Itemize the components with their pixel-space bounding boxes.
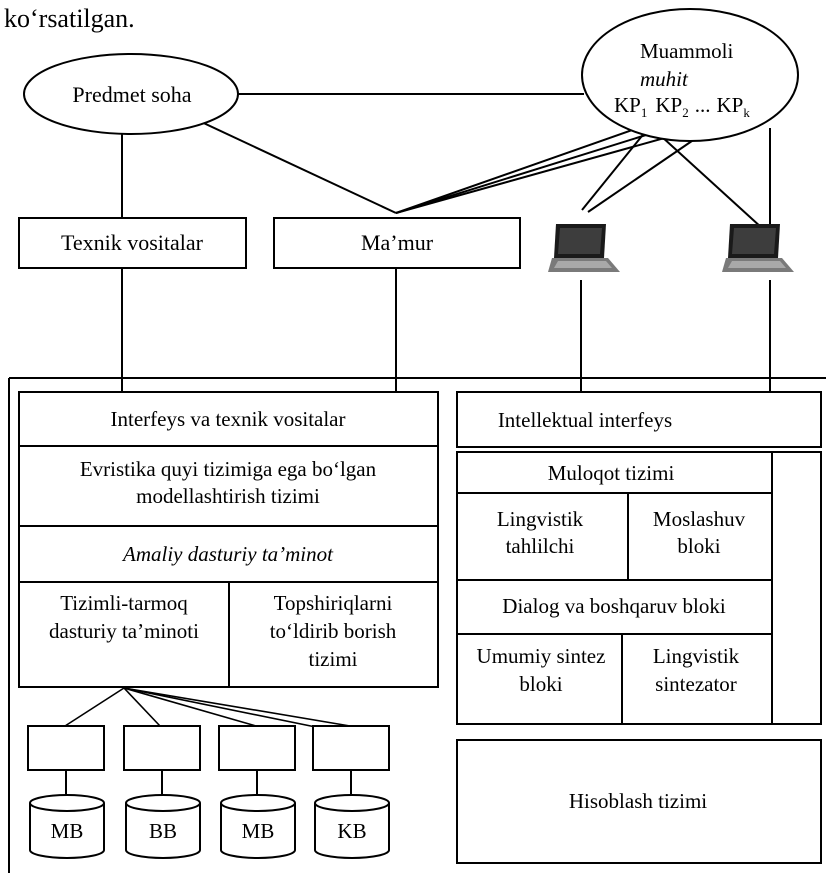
muloqot-label: Muloqot tizimi [548, 461, 675, 485]
amaliy-label: Amaliy dasturiy ta’minot [121, 542, 334, 566]
small-box [123, 725, 201, 771]
topshiriq-label-3: tizimi [309, 647, 358, 671]
moslashuv-label-1: Moslashuv [653, 507, 746, 531]
moslashuv-label-2: bloki [677, 534, 720, 558]
predmet-soha-label: Predmet soha [72, 82, 191, 107]
umumiy-sintez-label-1: Umumiy sintez [477, 644, 606, 668]
tizimli-label-1: Tizimli-tarmoq [60, 591, 188, 615]
laptop-icon [722, 224, 794, 272]
connector-lines [121, 93, 771, 392]
muammoli-label: Muammoli [640, 39, 733, 63]
muhit-label: muhit [640, 67, 689, 91]
db-label-mb-2: MB [242, 819, 275, 843]
fanout-lines [64, 687, 351, 735]
system-frame [8, 377, 826, 873]
lingvistik-tahlilchi-label-1: Lingvistik [497, 507, 584, 531]
evristika-label-2: modellashtirish tizimi [136, 484, 320, 508]
caption: ko‘rsatilgan. [4, 4, 135, 33]
lingvistik-tahlilchi-label-2: tahlilchi [506, 534, 575, 558]
left-system: Interfeys va texnik vositalar Evristika … [18, 391, 439, 688]
mamur-label: Ma’mur [361, 230, 434, 255]
db-label-mb-1: MB [51, 819, 84, 843]
interfeys-label: Interfeys va texnik vositalar [111, 407, 346, 431]
db-label-kb: KB [337, 819, 366, 843]
database-icon [220, 794, 296, 859]
intellektual-label: Intellektual interfeys [498, 408, 672, 432]
umumiy-sintez-label-2: bloki [519, 672, 562, 696]
mamur-node: Ma’mur [273, 217, 521, 269]
small-box [312, 725, 390, 771]
topshiriq-label-1: Topshiriqlarni [274, 591, 393, 615]
lingvistik-sintezator-label-1: Lingvistik [653, 644, 740, 668]
laptop-icon [548, 224, 620, 272]
texnik-vositalar-label: Texnik vositalar [61, 230, 204, 255]
predmet-soha-node: Predmet soha [23, 53, 239, 135]
lingvistik-sintezator-label-2: sintezator [655, 672, 737, 696]
topshiriq-label-2: to‘ldirib borish [270, 619, 397, 643]
hisoblash-label: Hisoblash tizimi [569, 789, 707, 813]
right-system: Intellektual interfeys Muloqot tizimi Li… [456, 391, 822, 864]
db-label-bb: BB [149, 819, 177, 843]
database-icon [314, 794, 390, 859]
texnik-vositalar-node: Texnik vositalar [18, 217, 247, 269]
dialog-label: Dialog va boshqaruv bloki [502, 594, 726, 618]
database-group: MB BB MB KB [27, 725, 390, 859]
small-box [218, 725, 296, 771]
evristika-label-1: Evristika quyi tizimiga ega bo‘lgan [80, 457, 377, 481]
tizimli-label-2: dasturiy ta’minoti [49, 619, 199, 643]
database-icon [125, 794, 201, 859]
small-box [27, 725, 105, 771]
database-icon [29, 794, 105, 859]
